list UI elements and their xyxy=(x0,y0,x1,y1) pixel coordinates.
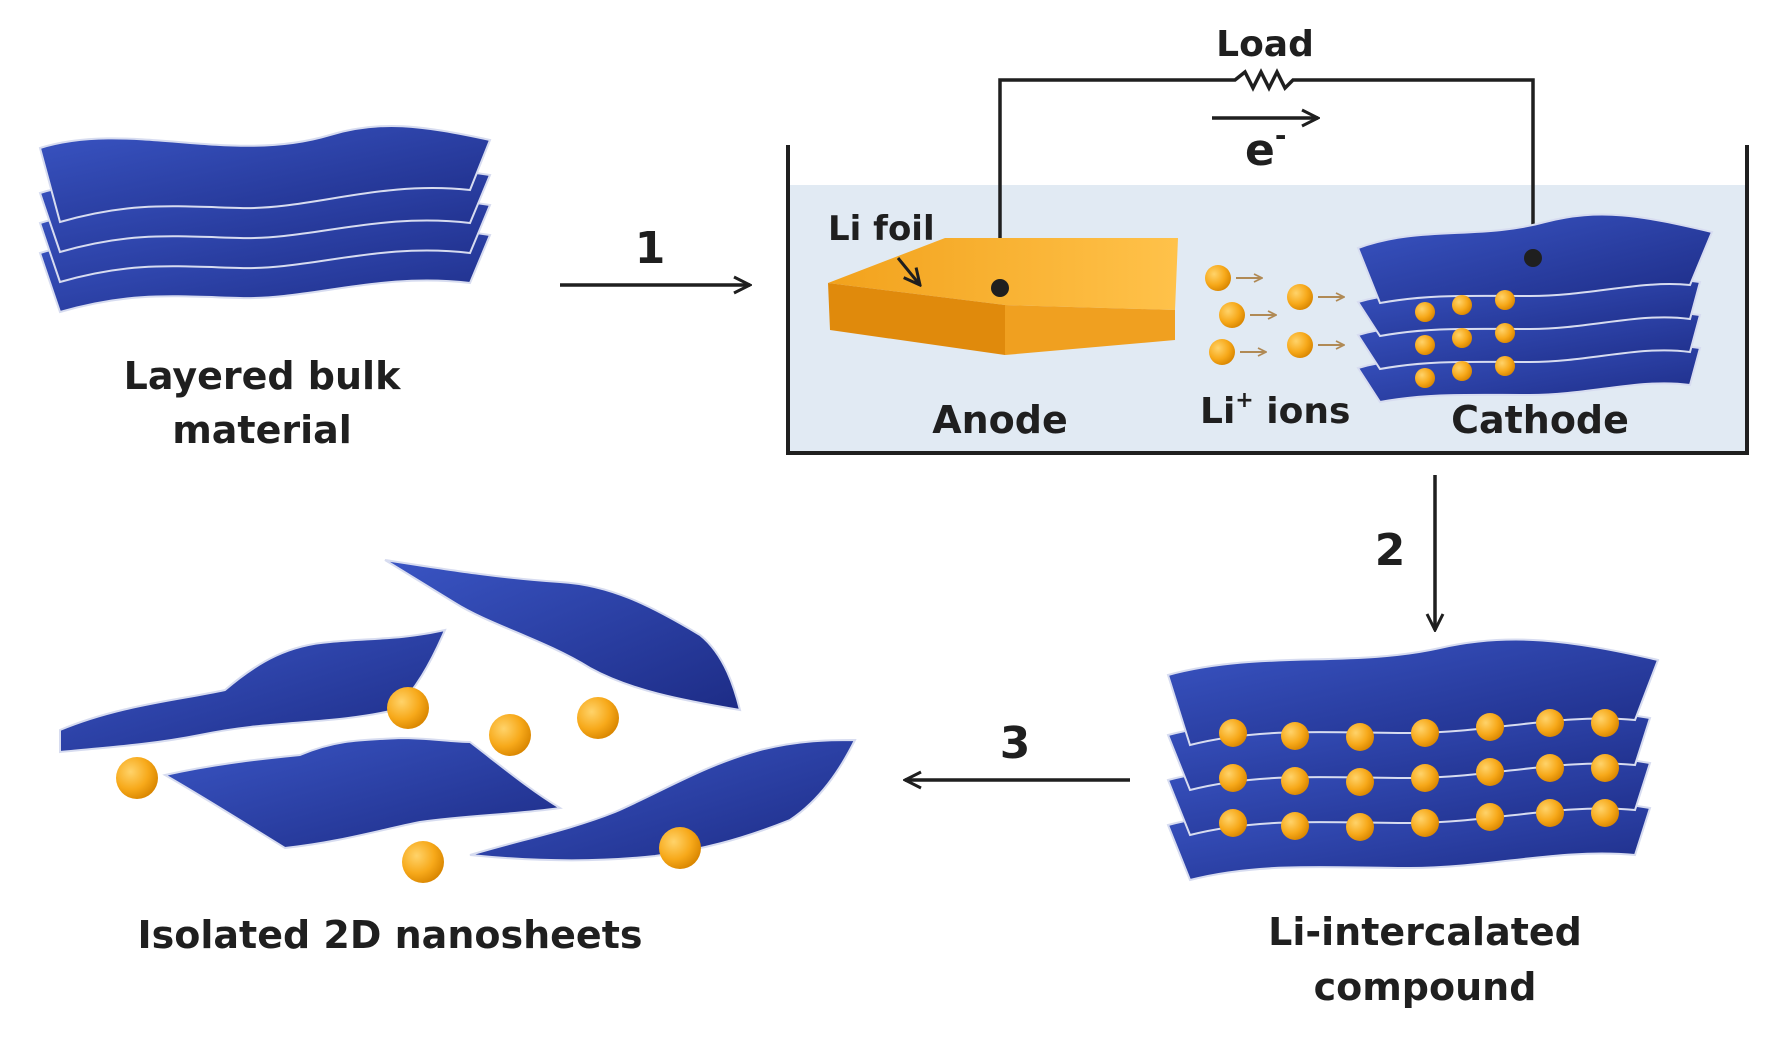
compound-ions xyxy=(1219,709,1619,841)
intercalated-compound-stack xyxy=(1166,638,1660,882)
li-ion xyxy=(1209,339,1235,365)
intercalated-label-line1: Li-intercalated xyxy=(1268,910,1582,954)
bulk-sheet xyxy=(38,124,492,224)
intercalated-ion xyxy=(1476,803,1504,831)
li-foil-label: Li foil xyxy=(828,209,935,249)
li-ion xyxy=(387,687,429,729)
intercalated-ion xyxy=(1415,368,1435,388)
intercalated-ion xyxy=(1476,713,1504,741)
electrochemical-cell: Load e- Li foil Anode Li+ ions xyxy=(786,24,1749,455)
anode-label: Anode xyxy=(932,398,1068,442)
compound-sheet xyxy=(1166,638,1660,747)
intercalated-ion xyxy=(1452,328,1472,348)
li-ion xyxy=(489,714,531,756)
li-foil-anode xyxy=(828,238,1178,355)
intercalated-ion xyxy=(1411,764,1439,792)
external-wire xyxy=(998,68,1535,288)
cathode-contact-dot xyxy=(1524,249,1542,267)
intercalated-ion xyxy=(1536,709,1564,737)
cathode-label: Cathode xyxy=(1451,398,1629,442)
intercalated-ion xyxy=(1591,709,1619,737)
cell-container xyxy=(786,145,1749,455)
load-label: Load xyxy=(1216,24,1314,65)
intercalated-ion xyxy=(1452,295,1472,315)
intercalated-ion xyxy=(1415,302,1435,322)
li-ions-group xyxy=(1205,265,1344,365)
step3-label: 3 xyxy=(1000,718,1031,769)
intercalated-ion xyxy=(1281,812,1309,840)
intercalated-ion xyxy=(1495,356,1515,376)
intercalated-ion xyxy=(1346,723,1374,751)
bulk-label-line2: material xyxy=(172,408,352,452)
intercalated-ion xyxy=(1346,813,1374,841)
li-ion xyxy=(1205,265,1231,291)
intercalated-ion xyxy=(1452,361,1472,381)
intercalated-ion xyxy=(1415,335,1435,355)
cathode-stack xyxy=(1356,213,1714,404)
electron-label: e- xyxy=(1245,119,1286,176)
intercalated-ion xyxy=(1536,799,1564,827)
layered-bulk-stack xyxy=(38,124,492,314)
intercalated-ion xyxy=(1219,719,1247,747)
foil-front xyxy=(828,283,1005,355)
li-foil-pointer xyxy=(896,257,920,285)
step2-label: 2 xyxy=(1375,525,1406,576)
intercalated-ion xyxy=(1591,754,1619,782)
intercalated-ion xyxy=(1219,764,1247,792)
li-ion xyxy=(577,697,619,739)
nanosheet xyxy=(384,559,742,712)
li-ion xyxy=(116,757,158,799)
intercalated-ion xyxy=(1536,754,1564,782)
li-ion xyxy=(1219,302,1245,328)
li-ion xyxy=(402,841,444,883)
intercalated-ion xyxy=(1591,799,1619,827)
nanosheet xyxy=(162,736,563,850)
intercalated-ion xyxy=(1219,809,1247,837)
intercalated-ion xyxy=(1495,323,1515,343)
intercalated-ion xyxy=(1476,758,1504,786)
nanosheet xyxy=(59,628,447,754)
isolated-nanosheets xyxy=(59,559,857,883)
intercalated-ion xyxy=(1281,767,1309,795)
intercalated-label-line2: compound xyxy=(1314,965,1537,1009)
isolated-label: Isolated 2D nanosheets xyxy=(138,913,643,957)
li-ions-label: Li+ ions xyxy=(1200,388,1350,432)
li-ion xyxy=(659,827,701,869)
foil-side xyxy=(1005,305,1175,355)
intercalated-ion xyxy=(1281,722,1309,750)
li-ion xyxy=(1287,332,1313,358)
intercalated-ion xyxy=(1411,809,1439,837)
intercalated-ion xyxy=(1495,290,1515,310)
step1-label: 1 xyxy=(635,223,666,274)
bulk-label-line1: Layered bulk xyxy=(124,354,401,398)
li-ion xyxy=(1287,284,1313,310)
nanosheet xyxy=(469,738,857,862)
intercalated-ion xyxy=(1346,768,1374,796)
foil-top xyxy=(828,238,1178,310)
cathode-ions xyxy=(1415,290,1515,388)
intercalated-ion xyxy=(1411,719,1439,747)
anode-contact-dot xyxy=(991,279,1009,297)
